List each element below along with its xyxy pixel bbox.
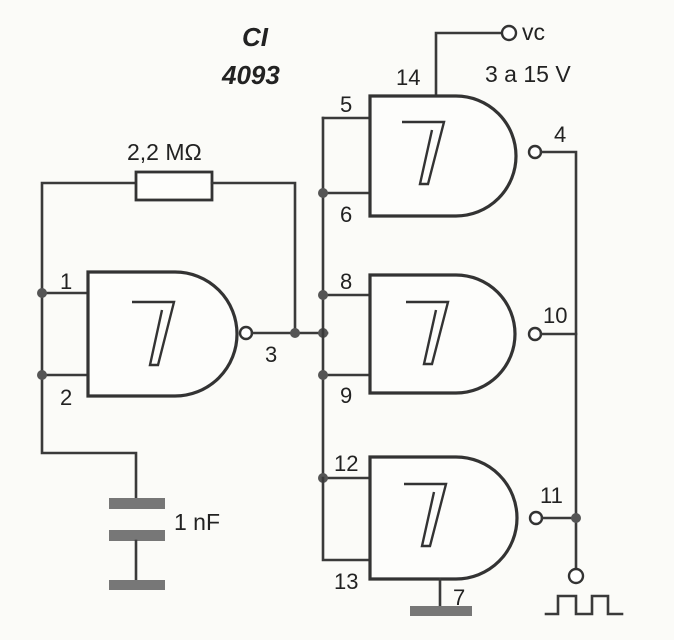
output-bubble — [238, 325, 254, 341]
ic-title-line2: 4093 — [221, 60, 280, 90]
ground-symbol — [410, 606, 472, 616]
schmitt-symbol — [132, 300, 176, 367]
pin-label: 1 — [60, 269, 72, 294]
ic-title-line1: CI — [242, 22, 269, 52]
pin-label: 3 — [265, 342, 277, 367]
pin-label: 2 — [60, 385, 72, 410]
junction-dot — [37, 288, 47, 298]
pin-label: 14 — [396, 65, 420, 90]
vc-label: vc — [522, 19, 545, 45]
capacitor-plate-bottom — [109, 530, 165, 541]
nand-gate-top — [368, 94, 518, 218]
pin-label: 11 — [540, 483, 563, 508]
nand-gate-left — [86, 270, 239, 398]
pin-label: 4 — [554, 122, 566, 147]
capacitor-value-label: 1 nF — [174, 509, 220, 535]
schmitt-symbol — [404, 482, 448, 548]
vc-terminal — [500, 24, 518, 42]
schmitt-symbol — [406, 300, 450, 366]
capacitor-wire — [40, 373, 138, 500]
pin-label: 8 — [340, 269, 352, 294]
supply-wire — [434, 31, 502, 97]
nand-gate-bottom — [368, 455, 519, 581]
ground-symbol — [109, 580, 165, 590]
output-bubble — [527, 144, 543, 160]
pin-label: 6 — [340, 202, 352, 227]
output-bubble — [527, 326, 543, 342]
pin-label: 9 — [340, 383, 352, 408]
junction-dot — [37, 370, 47, 380]
output-bus-wire — [539, 150, 578, 570]
pin-label: 5 — [340, 92, 352, 117]
resistor-value-label: 2,2 MΩ — [127, 139, 202, 165]
junction-dot — [318, 290, 328, 300]
pin13-wire — [321, 476, 372, 562]
supply-range-label: 3 a 15 V — [485, 61, 571, 87]
output-terminal — [567, 567, 585, 585]
pin-label: 7 — [453, 585, 465, 610]
pin-label: 10 — [543, 303, 567, 328]
pin-label: 12 — [334, 451, 358, 476]
output-bubble — [528, 510, 544, 526]
junction-dot — [571, 513, 581, 523]
nand-gate-middle — [368, 273, 517, 395]
junction-dot — [318, 188, 328, 198]
resistor — [134, 170, 214, 202]
junction-dot — [290, 328, 300, 338]
schmitt-symbol — [402, 120, 446, 186]
junction-dot — [318, 370, 328, 380]
pin-label: 13 — [334, 569, 358, 594]
resistor-wire-right — [210, 181, 297, 332]
resistor-wire-left — [40, 181, 138, 295]
capacitor-plate-top — [109, 498, 165, 509]
square-wave-icon — [544, 594, 624, 616]
